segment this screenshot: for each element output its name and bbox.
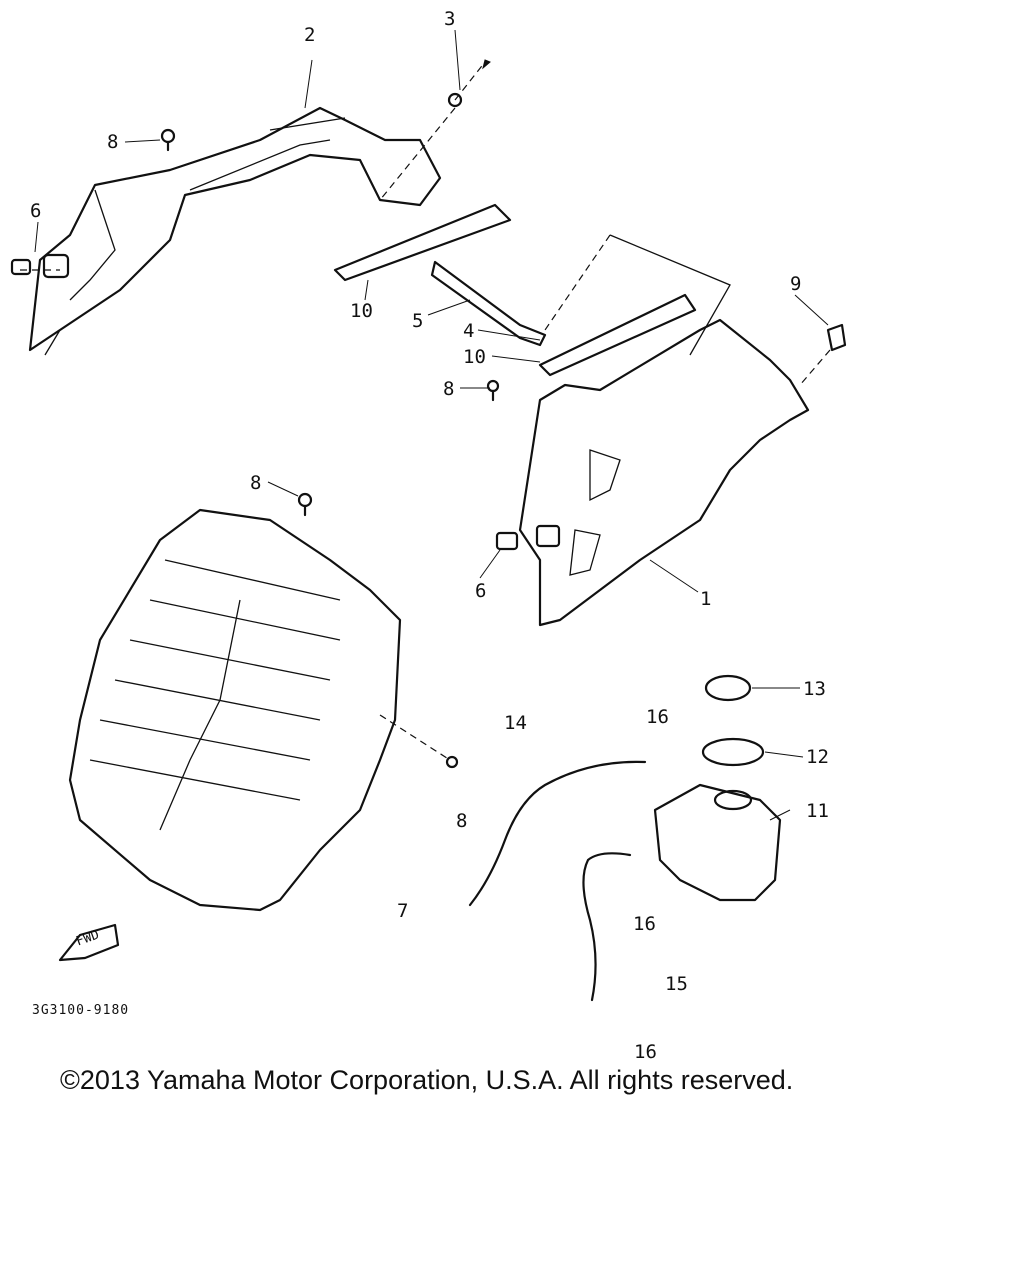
callout-9: 9 [790, 273, 802, 295]
cap-seal-part-12 [701, 737, 765, 767]
hose-part-15 [582, 852, 632, 1002]
callout-8: 8 [107, 131, 119, 153]
callout-5: 5 [412, 310, 424, 332]
callout-16: 16 [634, 1041, 657, 1063]
side-cover-part [518, 234, 810, 627]
grommet-part-6-b [495, 524, 561, 551]
bolt-part-8-b [486, 379, 500, 402]
seal-strip-part [430, 260, 547, 347]
grommet-part-6-a [10, 253, 70, 279]
callout-8: 8 [443, 378, 455, 400]
fastener-part-9 [799, 323, 847, 386]
callout-1: 1 [700, 588, 712, 610]
copyright-notice: ©2013 Yamaha Motor Corporation, U.S.A. A… [60, 1065, 794, 1095]
radiator-grille-part [68, 508, 459, 912]
callout-6: 6 [30, 200, 42, 222]
upper-shroud-part [20, 106, 442, 356]
callout-10: 10 [463, 346, 486, 368]
callout-3: 3 [444, 8, 456, 30]
bolt-part-8-c [297, 492, 313, 517]
screw-part-3 [379, 59, 491, 201]
callout-6: 6 [475, 580, 487, 602]
callout-8: 8 [456, 810, 468, 832]
reservoir-tank-part [653, 783, 782, 902]
fwd-arrow-icon [58, 923, 120, 962]
bolt-part-8-a [160, 128, 176, 152]
trim-strip-upper [333, 203, 512, 282]
callout-11: 11 [806, 800, 829, 822]
callout-12: 12 [806, 746, 829, 768]
callout-13: 13 [803, 678, 826, 700]
callout-7: 7 [397, 900, 409, 922]
callout-14: 14 [504, 712, 527, 734]
callout-15: 15 [665, 973, 688, 995]
reservoir-cap-part-13 [704, 674, 752, 702]
exploded-parts-diagram [10, 29, 847, 1002]
callout-2: 2 [304, 24, 316, 46]
callout-16: 16 [646, 706, 669, 728]
callout-16: 16 [633, 913, 656, 935]
callout-10: 10 [350, 300, 373, 322]
callout-8: 8 [250, 472, 262, 494]
callout-4: 4 [463, 320, 475, 342]
sheet-code: 3G3100-9180 [32, 1003, 130, 1018]
hose-part-14 [468, 760, 647, 907]
